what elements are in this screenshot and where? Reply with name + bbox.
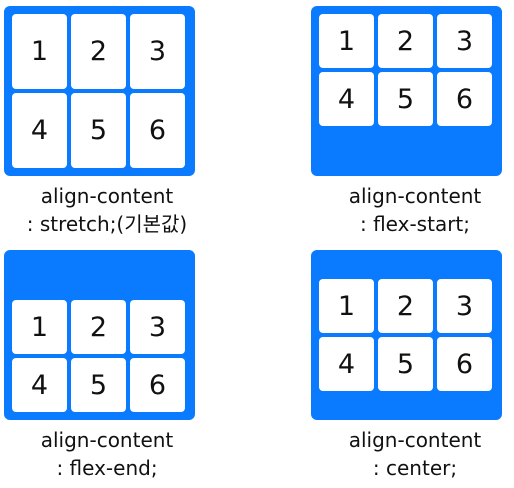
flex-item: 5 [71,358,126,412]
flex-item: 6 [437,337,492,391]
flex-item: 1 [12,14,67,89]
flex-item: 3 [437,14,492,68]
flex-item: 5 [378,337,433,391]
caption-property: align-content [348,184,482,208]
flex-item: 1 [319,279,374,333]
flex-container-center: 1 2 3 4 5 6 [311,250,502,420]
flex-item: 4 [12,93,67,168]
caption: align-content : flex-start; [306,182,514,238]
flex-item: 5 [71,93,126,168]
flex-item: 6 [437,72,492,126]
flex-item: 1 [319,14,374,68]
flex-item: 2 [71,14,126,89]
caption: align-content : center; [306,426,514,482]
flex-item: 2 [378,279,433,333]
flex-item: 2 [71,300,126,354]
caption-property: align-content [40,184,174,208]
flex-container-stretch: 1 2 3 4 5 6 [4,6,195,176]
flex-item: 4 [319,72,374,126]
caption: align-content : flex-end; [0,426,216,482]
caption-value: : center; [372,456,458,480]
flex-item: 3 [130,300,185,354]
caption-property: align-content [40,428,174,452]
flex-container-flex-end: 1 2 3 4 5 6 [4,250,195,420]
caption-value: : flex-end; [56,456,158,480]
caption: align-content : stretch;(기본값) [0,182,216,238]
caption-value: : flex-start; [359,212,471,236]
flex-item: 3 [130,14,185,89]
caption-value: : stretch;(기본값) [26,212,188,236]
flex-item: 6 [130,93,185,168]
flex-item: 3 [437,279,492,333]
flex-container-flex-start: 1 2 3 4 5 6 [311,6,502,176]
flex-item: 1 [12,300,67,354]
flex-item: 4 [319,337,374,391]
caption-property: align-content [348,428,482,452]
flex-item: 4 [12,358,67,412]
flex-item: 2 [378,14,433,68]
flex-item: 5 [378,72,433,126]
flex-item: 6 [130,358,185,412]
